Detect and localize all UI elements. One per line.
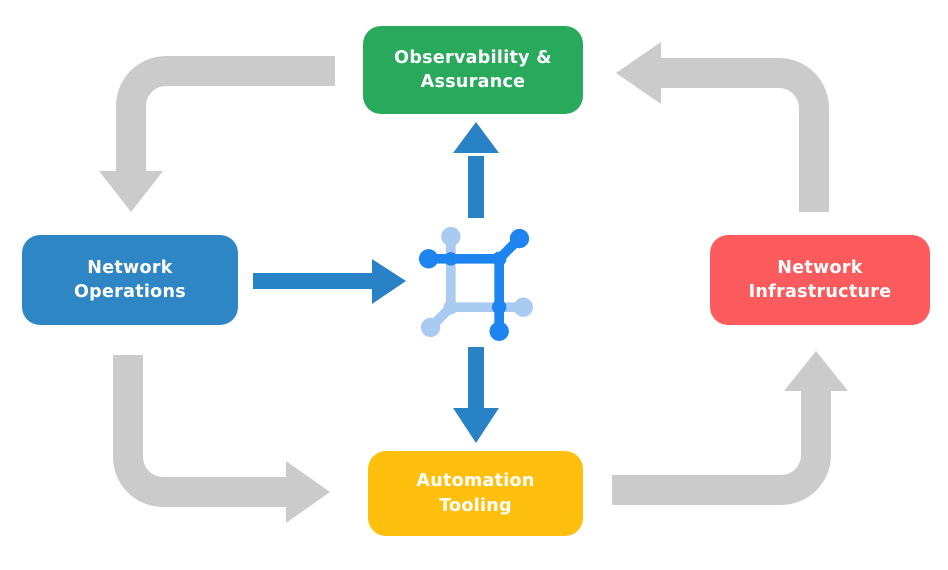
node-label-line: Operations <box>74 282 186 302</box>
gray-cycle-arrows <box>99 42 848 523</box>
node-label-line: Observability & <box>394 47 552 68</box>
mesh-light-nodes <box>420 226 533 338</box>
arrow-observability-to-operations <box>99 56 335 212</box>
node-label-line: Tooling <box>439 495 512 516</box>
arrow-operations-to-center <box>253 259 406 304</box>
node-label-line: Network <box>777 257 863 278</box>
arrow-infrastructure-to-observability <box>616 42 829 212</box>
node-label-line: Automation <box>416 471 535 491</box>
arrow-center-to-automation <box>453 347 499 443</box>
node-network-operations: Network Operations <box>22 235 238 325</box>
node-label-line: Infrastructure <box>748 282 892 302</box>
node-network-infrastructure: Network Infrastructure <box>710 235 930 325</box>
node-observability-assurance: Observability & Assurance <box>363 26 583 114</box>
arrow-automation-to-infrastructure <box>612 351 848 505</box>
arrow-operations-to-automation <box>113 355 330 523</box>
blue-arrows <box>253 122 499 443</box>
node-label-line: Network <box>87 257 173 278</box>
node-label-line: Assurance <box>420 72 526 92</box>
arrow-center-to-observability <box>453 122 499 218</box>
network-mesh-icon <box>418 226 533 341</box>
node-automation-tooling: Automation Tooling <box>368 451 583 536</box>
mesh-dark-nodes <box>418 228 530 341</box>
